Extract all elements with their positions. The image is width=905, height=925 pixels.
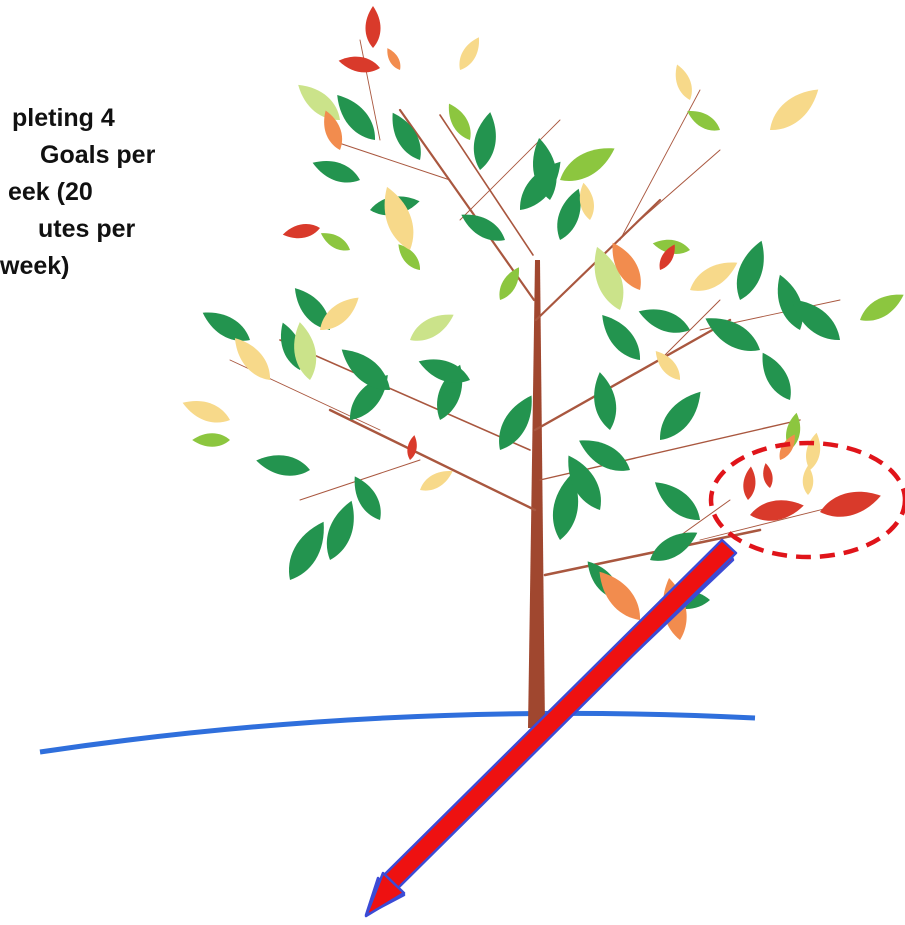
caption-line-1: pleting 4 — [12, 104, 115, 132]
caption-line-3: eek (20 — [8, 178, 93, 206]
down-left-arrow — [364, 538, 738, 918]
highlight-ellipse — [708, 440, 905, 560]
caption-line-2: Goals per — [40, 141, 156, 169]
ground-line — [39, 710, 756, 755]
tree-trunk — [528, 260, 545, 728]
caption-line-5: week) — [0, 252, 70, 280]
caption-line-4: utes per — [38, 215, 136, 243]
